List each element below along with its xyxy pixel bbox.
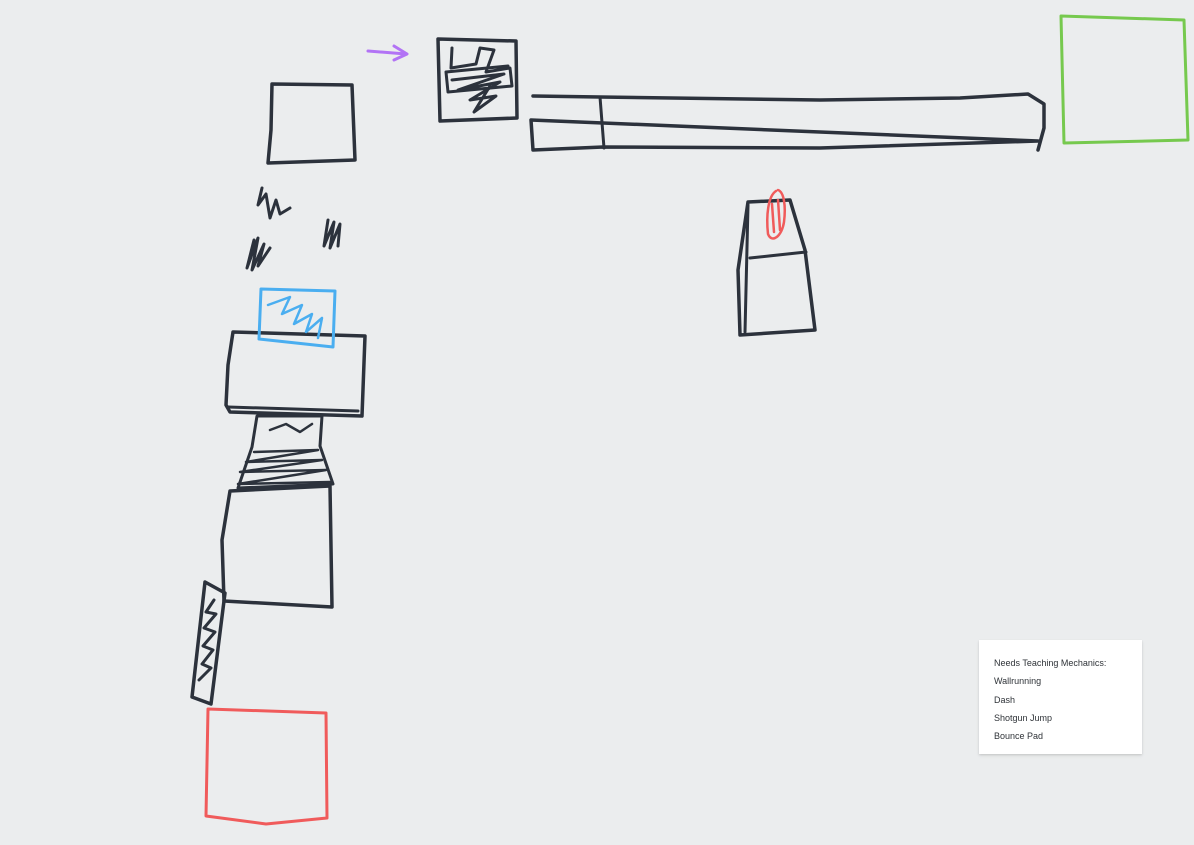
green-goal-square[interactable] <box>1059 14 1190 145</box>
scribbled-box-fill <box>444 46 514 114</box>
middle-block[interactable] <box>224 330 367 418</box>
gap-scribble-1 <box>256 186 292 220</box>
wallrun-strip[interactable] <box>190 580 227 706</box>
sticky-note-item-dash: Dash <box>994 694 1016 705</box>
pillar-ledge <box>748 250 808 260</box>
platform-divider <box>598 95 606 150</box>
upper-floating-square[interactable] <box>266 82 357 165</box>
lower-block[interactable] <box>220 484 334 609</box>
blue-bounce-pad[interactable] <box>257 287 337 349</box>
long-wallrun-platform[interactable] <box>529 92 1046 152</box>
red-shotgun-marker[interactable] <box>766 188 786 240</box>
sticky-note-title: Needs Teaching Mechanics: <box>994 658 1107 668</box>
red-start-square[interactable] <box>204 707 329 826</box>
scribbled-box[interactable] <box>436 37 519 123</box>
sticky-note[interactable]: Needs Teaching Mechanics: Wallrunning Da… <box>979 640 1142 754</box>
sticky-note-item-wallrunning: Wallrunning <box>994 676 1042 687</box>
wallrun-strip-scribble <box>197 598 218 682</box>
pillar-block[interactable] <box>736 198 817 337</box>
pillar-inner-edge <box>743 203 750 334</box>
sticky-note-item-bounce-pad: Bounce Pad <box>994 731 1044 742</box>
middle-block-base <box>226 405 360 413</box>
gap-scribble-2 <box>245 236 272 272</box>
hatched-connector-fill <box>236 422 332 486</box>
blue-bounce-pad-scribble <box>266 295 324 340</box>
gap-scribble-3 <box>322 218 342 250</box>
sticky-note-item-shotgun-jump: Shotgun Jump <box>994 712 1053 723</box>
arrow-right-icon <box>366 44 409 62</box>
